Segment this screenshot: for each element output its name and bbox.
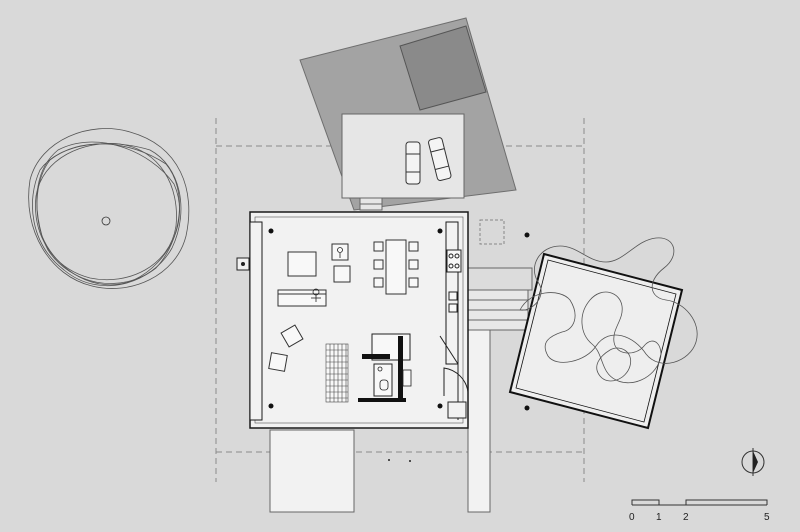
carport-roof xyxy=(299,17,517,211)
entry-door xyxy=(439,335,469,420)
tree-canopy xyxy=(28,128,190,289)
scale-label-5: 5 xyxy=(764,512,770,523)
coffee-table xyxy=(287,251,317,277)
terrace xyxy=(269,305,491,513)
walkway xyxy=(467,267,533,331)
roof-skylight xyxy=(399,25,487,111)
bathroom-core xyxy=(358,333,412,402)
pavilion-tree-canopy xyxy=(519,237,698,384)
car-icon xyxy=(428,137,452,181)
armchair-icon xyxy=(331,243,351,283)
scale-label-1: 1 xyxy=(656,512,662,523)
toilet-icon xyxy=(379,379,389,391)
dining-table xyxy=(373,239,419,295)
main-house xyxy=(236,211,530,429)
person-icon xyxy=(311,247,343,302)
scale-label-0: 0 xyxy=(629,512,635,523)
scale-label-2: 2 xyxy=(683,512,689,523)
scale-bar xyxy=(631,499,768,506)
stove-icon xyxy=(446,249,462,273)
tiled-floor xyxy=(325,343,349,403)
north-arrow-icon xyxy=(741,448,765,476)
pavilion xyxy=(508,237,698,430)
lounge-chair-icon xyxy=(268,324,304,372)
columns xyxy=(268,228,530,411)
car-icon xyxy=(405,141,421,185)
